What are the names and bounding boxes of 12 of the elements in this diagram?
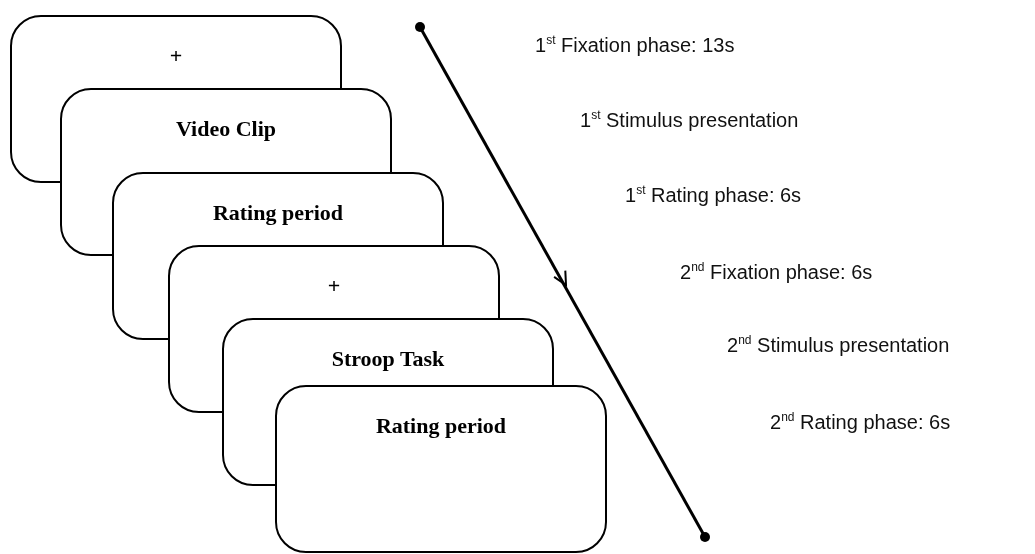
phase-label: 2$^{nd}$ Fixation phase: 6s [680, 260, 873, 284]
phase-label: 1$^{st}$ Stimulus presentation [580, 108, 799, 132]
slide-title: Stroop Task [331, 346, 445, 372]
phase-label: 1$^{st}$ Rating phase: 6s [625, 183, 802, 207]
slide-title: Rating period [212, 200, 344, 226]
slide-title: + [327, 273, 341, 299]
slide-title: + [169, 43, 183, 69]
phase-label: 2$^{nd}$ Rating phase: 6s [770, 410, 951, 434]
slide-title: Rating period [375, 413, 507, 439]
phase-label: 2$^{nd}$ Stimulus presentation [727, 333, 950, 357]
phase-label: 1$^{st}$ Fixation phase: 13s [535, 33, 735, 57]
slide-title: Video Clip [176, 116, 276, 142]
